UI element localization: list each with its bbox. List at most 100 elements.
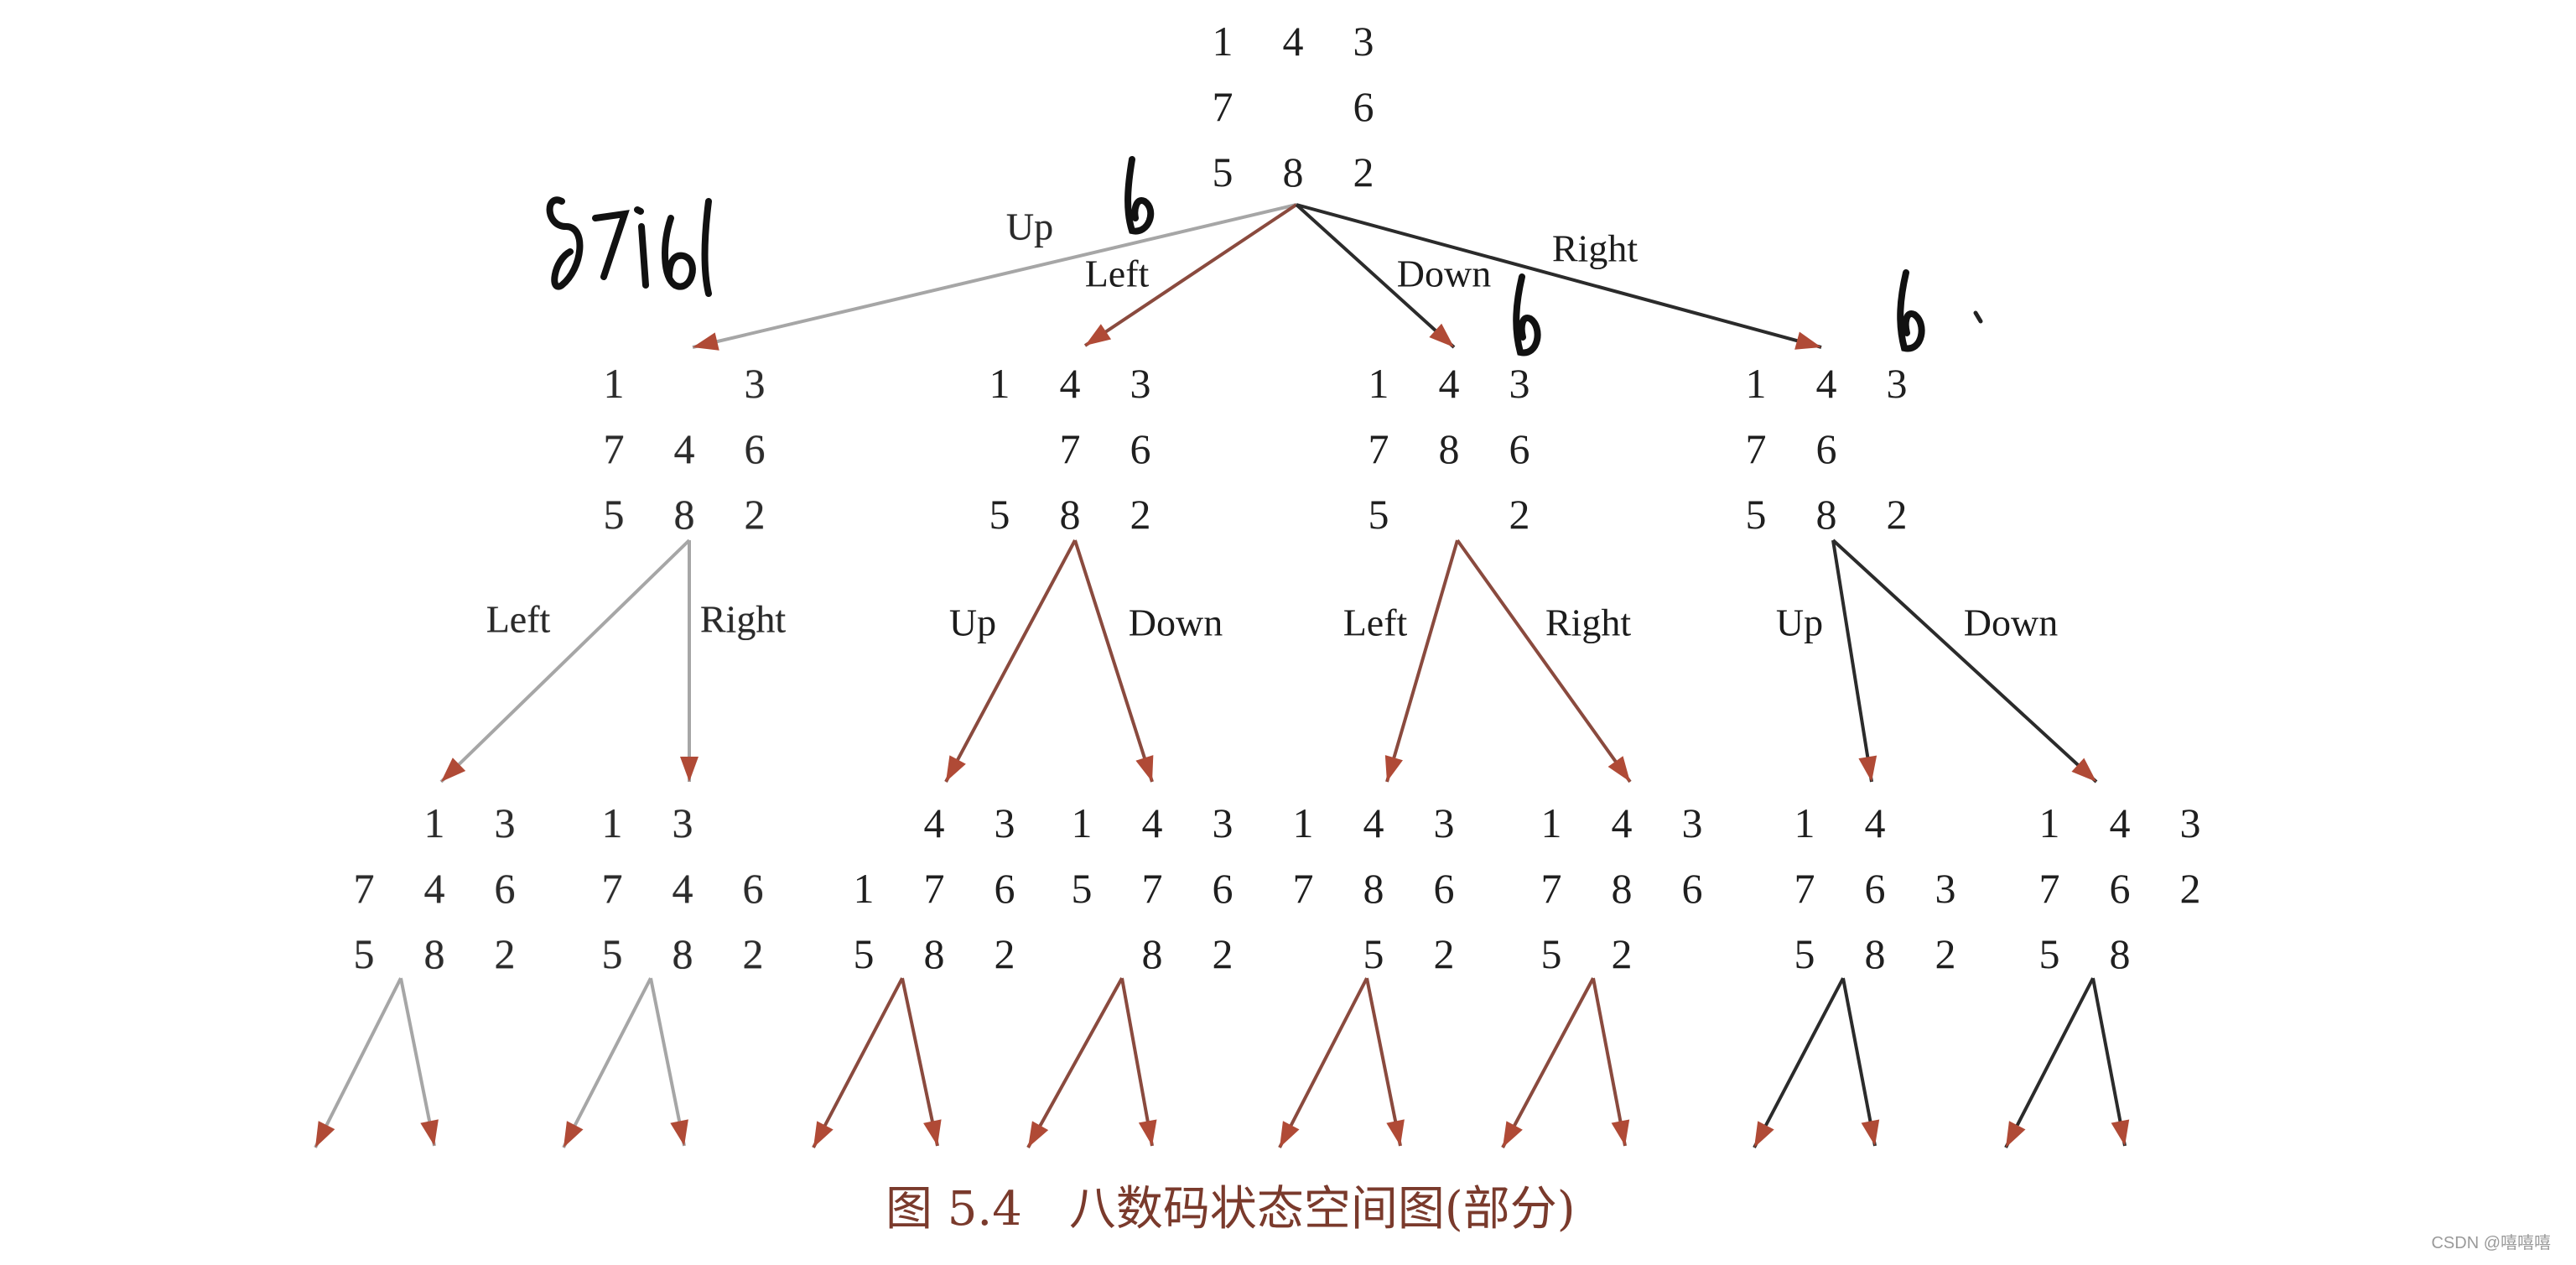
puzzle-tile: 1: [1794, 799, 1815, 846]
puzzle-tile: 6: [1433, 865, 1455, 912]
edge-arrow-continuation: [314, 977, 402, 1148]
edge-arrow-down: [1073, 539, 1154, 783]
blank-tile: [1862, 416, 1932, 482]
edge-arrow-continuation: [2004, 977, 2095, 1148]
blank-tile: [1268, 921, 1338, 986]
edge-arrow-left: [1384, 539, 1459, 783]
puzzle-tile: 4: [1611, 799, 1633, 846]
puzzle-tile: 1: [1368, 360, 1389, 407]
puzzle-tile: 1: [603, 360, 625, 407]
puzzle-tile: 7: [1794, 865, 1815, 912]
puzzle-tile: 6: [1864, 865, 1886, 912]
puzzle-tile: 6: [744, 425, 766, 472]
puzzle-tile: 5: [1540, 930, 1562, 977]
edge-arrow-continuation: [901, 977, 942, 1147]
handwritten-annotation-mark: [1897, 269, 1983, 352]
puzzle-tile: 7: [601, 865, 623, 912]
puzzle-tile: 3: [1935, 865, 1956, 912]
puzzle-tile: 7: [1368, 425, 1389, 472]
puzzle-tile: 4: [672, 865, 693, 912]
puzzle-tile: 8: [1282, 148, 1304, 195]
blank-tile: [649, 351, 719, 416]
puzzle-tile: 3: [672, 799, 693, 846]
blank-tile: [828, 790, 899, 856]
puzzle-tile: 6: [1509, 425, 1530, 472]
figure-caption: 图 5.4 八数码状态空间图(部分): [886, 1182, 1576, 1236]
puzzle-tile: 8: [1141, 930, 1163, 977]
edge-arrow-right: [1296, 203, 1822, 350]
puzzle-tile: 5: [1212, 148, 1233, 195]
puzzle-tile: 4: [1815, 360, 1837, 407]
puzzle-tile: 2: [1212, 930, 1233, 977]
edge-label-right: Right: [699, 597, 787, 641]
edge-arrow-continuation: [1026, 977, 1124, 1148]
handwritten-annotation-mark: [546, 196, 712, 297]
puzzle-tile: 3: [1212, 799, 1233, 846]
puzzle-tile: 2: [1611, 930, 1633, 977]
puzzle-tile: 7: [1540, 865, 1562, 912]
blank-tile: [964, 416, 1035, 482]
edge-arrow-continuation: [399, 977, 439, 1147]
edge-label-down: Down: [1128, 601, 1223, 644]
puzzle-tile: 8: [672, 930, 693, 977]
puzzle-tile: 7: [2038, 865, 2060, 912]
puzzle-tile: 3: [1433, 799, 1455, 846]
puzzle-tile: 2: [742, 930, 764, 977]
puzzle-tile: 6: [1353, 83, 1374, 130]
puzzle-tile: 4: [923, 799, 945, 846]
edge-arrow-continuation: [1501, 977, 1595, 1148]
edge-label-left: Left: [486, 597, 551, 641]
puzzle-tile: 7: [1292, 865, 1314, 912]
edge-label-right: Right: [1551, 226, 1639, 270]
puzzle-tile: 7: [1141, 865, 1163, 912]
puzzle-tile: 1: [989, 360, 1010, 407]
edge-arrow-up: [1831, 539, 1877, 783]
edge-label-right: Right: [1545, 601, 1632, 644]
puzzle-tile: 5: [1368, 491, 1389, 538]
blank-tile: [1258, 74, 1328, 139]
puzzle-tile: 5: [1071, 865, 1093, 912]
puzzle-tile: 3: [1509, 360, 1530, 407]
puzzle-tile: 5: [1794, 930, 1815, 977]
puzzle-tile: 6: [1815, 425, 1837, 472]
puzzle-tile: 2: [744, 491, 766, 538]
puzzle-tile: 8: [1059, 491, 1081, 538]
puzzle-tile: 2: [1353, 148, 1374, 195]
puzzle-tile: 6: [494, 865, 516, 912]
puzzle-tile: 3: [1353, 18, 1374, 65]
puzzle-tile: 7: [1059, 425, 1081, 472]
puzzle-tile: 1: [601, 799, 623, 846]
puzzle-tile: 1: [1745, 360, 1767, 407]
puzzle-tile: 2: [1130, 491, 1151, 538]
puzzle-tile: 1: [1540, 799, 1562, 846]
puzzle-tile: 6: [1212, 865, 1233, 912]
puzzle-tile: 5: [989, 491, 1010, 538]
edge-arrow-continuation: [1592, 977, 1630, 1147]
puzzle-tile: 1: [1292, 799, 1314, 846]
puzzle-tile: 8: [1438, 425, 1460, 472]
puzzle-tile: 2: [1509, 491, 1530, 538]
puzzle-tile: 6: [994, 865, 1015, 912]
handwritten-annotation-mark: [1513, 273, 1541, 357]
blank-tile: [718, 790, 788, 856]
puzzle-tile: 6: [1130, 425, 1151, 472]
puzzle-tile: 6: [1681, 865, 1703, 912]
puzzle-tile: 2: [2179, 865, 2201, 912]
puzzle-tile: 8: [923, 930, 945, 977]
puzzle-tile: 3: [1130, 360, 1151, 407]
puzzle-tile: 1: [2038, 799, 2060, 846]
puzzle-tile: 3: [994, 799, 1015, 846]
puzzle-tile: 3: [1886, 360, 1908, 407]
puzzle-tile: 1: [423, 799, 445, 846]
watermark: CSDN @嘻嘻嘻: [2431, 1234, 2551, 1252]
